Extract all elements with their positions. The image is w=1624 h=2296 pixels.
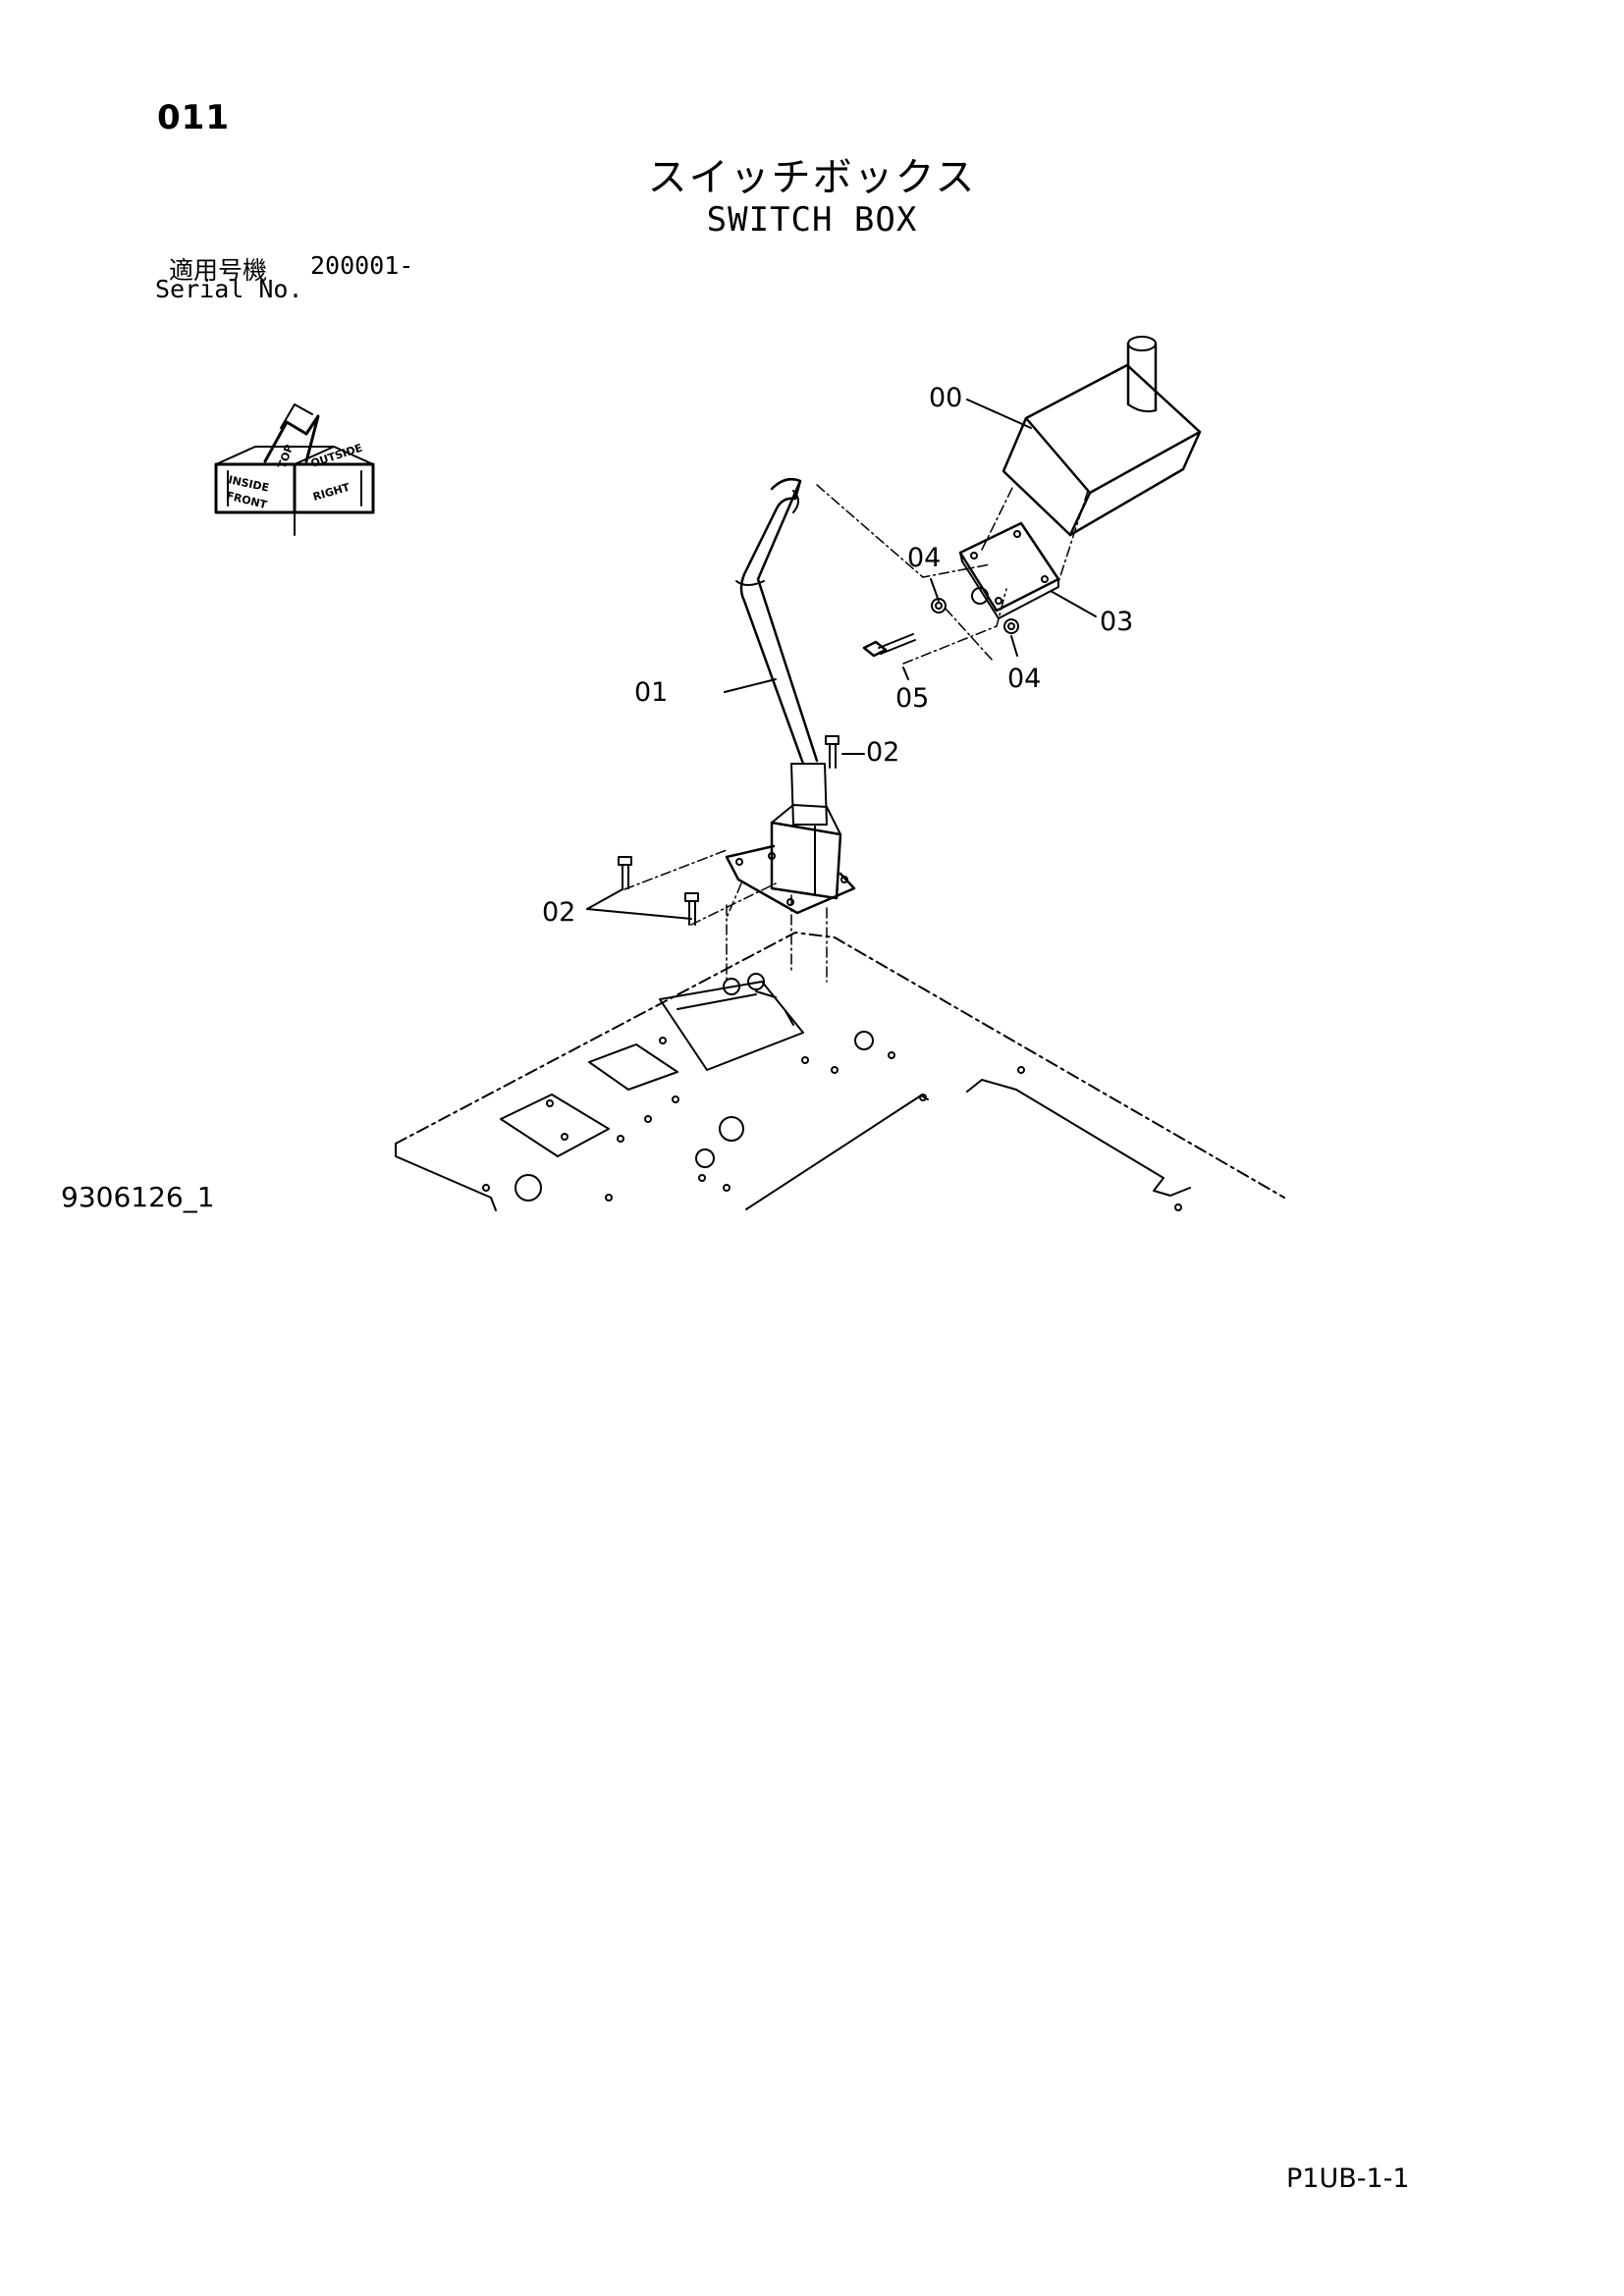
wing-bolt-part (862, 633, 916, 658)
orientation-label-right: RIGHT (311, 481, 352, 504)
title-english: SWITCH BOX (706, 200, 918, 240)
page-reference: P1UB-1-1 (1286, 2163, 1410, 2194)
callout-labels: 00 04 03 04 05 01 02 02 (542, 383, 1133, 928)
callout-05: 05 (895, 683, 929, 714)
bolt-part (618, 735, 839, 926)
callout-02-lower: 02 (542, 897, 575, 928)
callout-03: 03 (1100, 607, 1133, 637)
page-number: 011 (157, 98, 230, 137)
serial-range: 200001- (310, 251, 414, 280)
callout-04-upper: 04 (907, 543, 941, 573)
callout-00: 00 (929, 383, 962, 413)
title-japanese: スイッチボックス (647, 155, 977, 200)
callout-02-upper: 02 (866, 737, 899, 768)
leader-lines (586, 399, 1097, 920)
assembly-lines (623, 484, 1089, 983)
callout-01: 01 (634, 677, 668, 708)
floor-plate-part (395, 932, 1285, 1211)
orientation-cube-icon: INSIDE TOP OUTSIDE FRONT RIGHT (214, 403, 375, 536)
callout-04-lower: 04 (1007, 664, 1041, 694)
serial-label-japanese: 適用号機 (169, 256, 268, 285)
figure-id: 9306126_1 (61, 1181, 215, 1213)
switch-box-part (1001, 336, 1202, 537)
mounting-plate-part (958, 521, 1060, 619)
nut-part (931, 598, 1019, 634)
serial-label-english: Serial No. (155, 275, 303, 303)
lever-stand-part (725, 478, 856, 915)
